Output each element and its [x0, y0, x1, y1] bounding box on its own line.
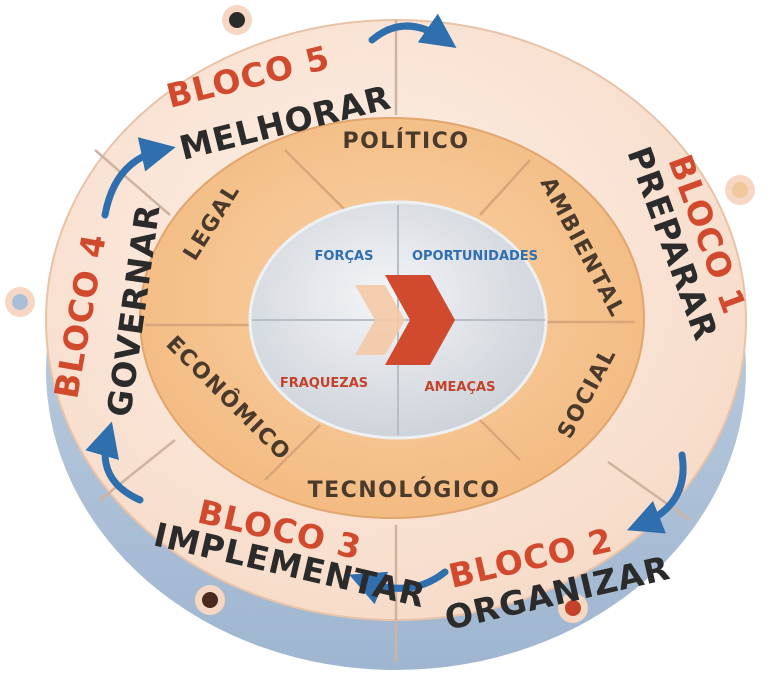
curved-arrow-icon: [349, 568, 449, 605]
swot-forcas: FORÇAS: [315, 249, 374, 264]
curved-arrow-icon: [85, 421, 144, 504]
cycle-arrows: [85, 13, 687, 605]
curved-arrow-icon: [101, 137, 176, 219]
curved-arrow-icon: [627, 451, 687, 534]
pestel-politico: POLÍTICO: [342, 128, 469, 154]
outer-ring-dividers: [94, 20, 691, 662]
swot-ameacas: AMEAÇAS: [425, 380, 496, 395]
swot-fraquezas: FRAQUEZAS: [280, 376, 368, 391]
chevron-logo-icon: [355, 275, 455, 365]
pestel-tecnologico: TECNOLÓGICO: [308, 477, 501, 503]
swot-oportunidades: OPORTUNIDADES: [412, 249, 538, 264]
curved-arrow-icon: [368, 13, 457, 49]
dot-markers: [5, 5, 755, 623]
